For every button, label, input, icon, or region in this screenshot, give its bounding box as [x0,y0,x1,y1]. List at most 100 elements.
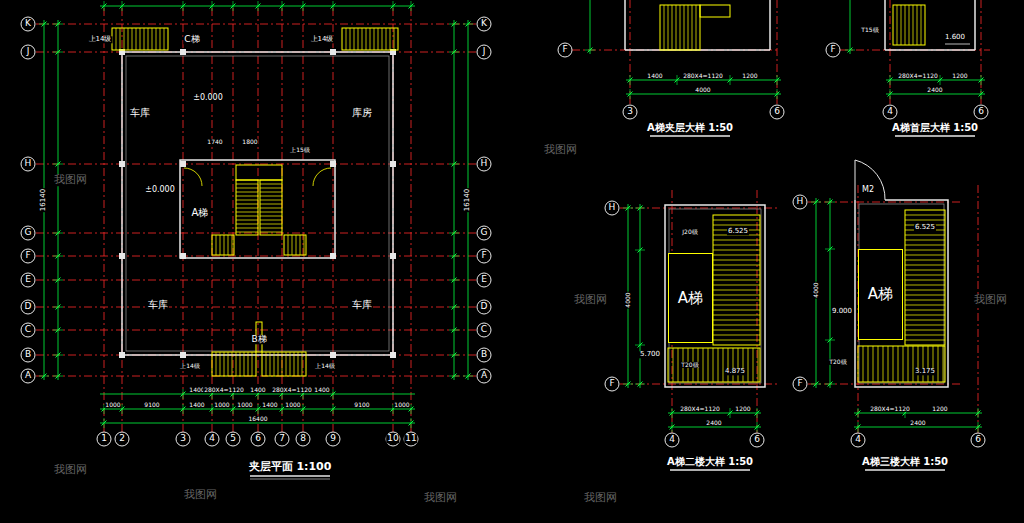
watermark: 我图网 [53,174,88,186]
stair-tread [136,28,137,50]
stair-tread [713,348,714,382]
axis-bubble [21,45,35,59]
stair-tread [748,348,749,382]
stair-tread [260,200,282,201]
axis-label: E [480,275,488,284]
watermark: 我图网 [423,492,458,504]
extension-line [463,376,473,377]
extension-line [677,75,678,85]
caption-underline [250,479,330,480]
column [180,161,186,167]
stair-tread [248,352,249,376]
wall-outline [665,205,765,387]
stair-tread [236,192,258,193]
stair-tread [286,352,287,376]
stair-tread [124,28,125,50]
stair-tread [120,28,121,50]
extension-line [411,1,412,11]
extension-line [825,340,835,341]
dimension-line [886,94,985,95]
wall-line [885,49,975,51]
room-name: 库房 [351,108,373,119]
dimension: 1400 [249,387,266,393]
stair-tread [236,188,258,189]
stair-tread [713,260,760,261]
stair-tread [713,225,760,226]
stair-tread [382,28,383,50]
stair-tread [346,28,347,50]
axis-label: F [561,45,568,54]
drawing-caption: A梯三楼大样 1:50 [861,457,949,468]
extension-line [282,1,283,11]
stair-tread [294,352,295,376]
extension-line [630,75,631,85]
axis-bubble [21,300,35,314]
stair-note: 上14级 [314,363,336,369]
stair-tread [938,346,939,382]
stair-tread [366,28,367,50]
stair-tread [116,28,117,50]
axis-label: C [24,325,32,334]
dimension: 1000 [104,402,121,408]
extension-line [39,376,49,377]
axis-label: 5 [229,434,237,443]
axis-label: 1 [100,434,108,443]
stair-tread [358,28,359,50]
stair-flight [660,5,700,50]
extension-line [53,330,63,331]
stair-tread [905,320,945,321]
stair-tread [713,340,760,341]
extension-line [333,404,334,414]
axis-label: 9 [329,434,337,443]
extension-line [449,307,459,308]
stair-tread [260,212,282,213]
axis-line [36,24,476,25]
axis-line [36,256,476,257]
stair-tread [260,216,282,217]
stair-tread [220,235,221,255]
axis-bubble [386,432,400,446]
extension-line [39,24,49,25]
stair-tread [713,280,760,281]
stair-tread [905,300,945,301]
caption-underline [250,475,330,477]
stair-tread [236,228,258,229]
watermark: 我图网 [183,489,218,501]
extension-line [730,75,731,85]
stair-flight [236,180,258,235]
axis-bubble [793,195,807,209]
building-wall [126,56,389,351]
stair-tread [905,315,945,316]
column [119,253,125,259]
dimension: 280X4=1120 [869,406,911,412]
extension-line [623,384,633,385]
stair-note: 上15级 [289,147,311,153]
axis-label: 6 [977,107,985,116]
building-wall [122,52,393,355]
extension-line [282,404,283,414]
wall-outline [855,200,948,387]
stair-tread [713,270,760,271]
stair-tread [897,5,898,45]
column [390,161,396,167]
axis-label: B [24,350,32,359]
elevation: 6.525 [727,228,749,235]
extension-line [233,404,234,414]
stair-tread [905,215,945,216]
axis-bubble [404,432,418,446]
stair-tread [304,235,305,255]
axis-bubble [21,226,35,240]
extension-line [53,280,63,281]
stair-tread [378,28,379,50]
extension-line [449,330,459,331]
axis-line [303,8,304,432]
stair-tread [743,348,744,382]
axis-bubble [275,432,289,446]
extension-line [981,75,982,85]
stair-flight [713,215,760,345]
column [330,253,336,259]
elevation: 1.600 [944,34,966,41]
axis-bubble [750,433,764,447]
axis-line [411,8,412,432]
